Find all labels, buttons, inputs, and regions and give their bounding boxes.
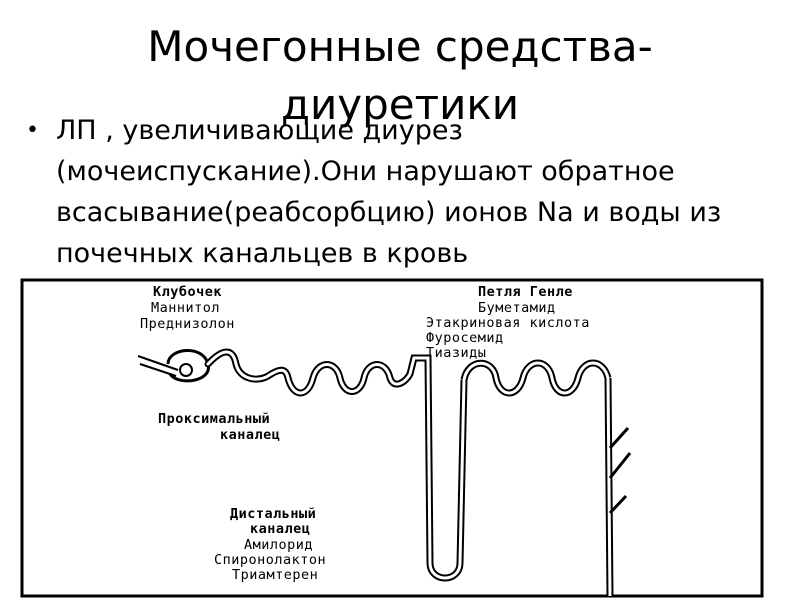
bullet-text: ЛП , увеличивающие диурез (мочеиспускани…	[56, 115, 722, 269]
blood-vessel	[137, 355, 179, 377]
distal-drug-1: Амилорид	[244, 537, 314, 553]
bullet-icon: •	[26, 118, 39, 143]
duct-branches	[608, 426, 632, 515]
proximal-title-2: каналец	[220, 427, 281, 443]
distal-drug-2: Спиронолактон	[214, 552, 327, 568]
title-line-1: Мочегонные средства-	[147, 22, 653, 71]
glomerulus-icon	[179, 363, 193, 377]
henle-title: Петля Генле	[478, 284, 573, 300]
title-line-2: диуретики	[280, 80, 520, 129]
distal-tubule	[460, 359, 612, 397]
glomerulus-drug-2: Преднизолон	[140, 316, 235, 332]
nephron-drawing	[20, 278, 764, 598]
loop-of-henle	[406, 354, 468, 582]
henle-drug-3: Фуросемид	[426, 330, 504, 346]
glomerulus-drug-1: Маннитол	[151, 300, 221, 316]
slide-title: Мочегонные средства- диуретики	[0, 18, 800, 134]
diagram-frame	[20, 278, 764, 598]
distal-title-1: Дистальный	[230, 506, 317, 522]
distal-title-2: каналец	[250, 521, 311, 537]
nephron-diagram: Клубочек Маннитол Преднизолон Петля Генл…	[18, 278, 782, 598]
henle-drug-1: Буметамид	[478, 300, 556, 316]
henle-drug-4: Тиазиды	[426, 345, 487, 361]
proximal-title-1: Проксимальный	[158, 411, 271, 427]
henle-drug-2: Этакриновая кислота	[426, 315, 590, 331]
glomerulus-title: Клубочек	[153, 284, 223, 300]
distal-drug-3: Триамтерен	[232, 567, 319, 583]
